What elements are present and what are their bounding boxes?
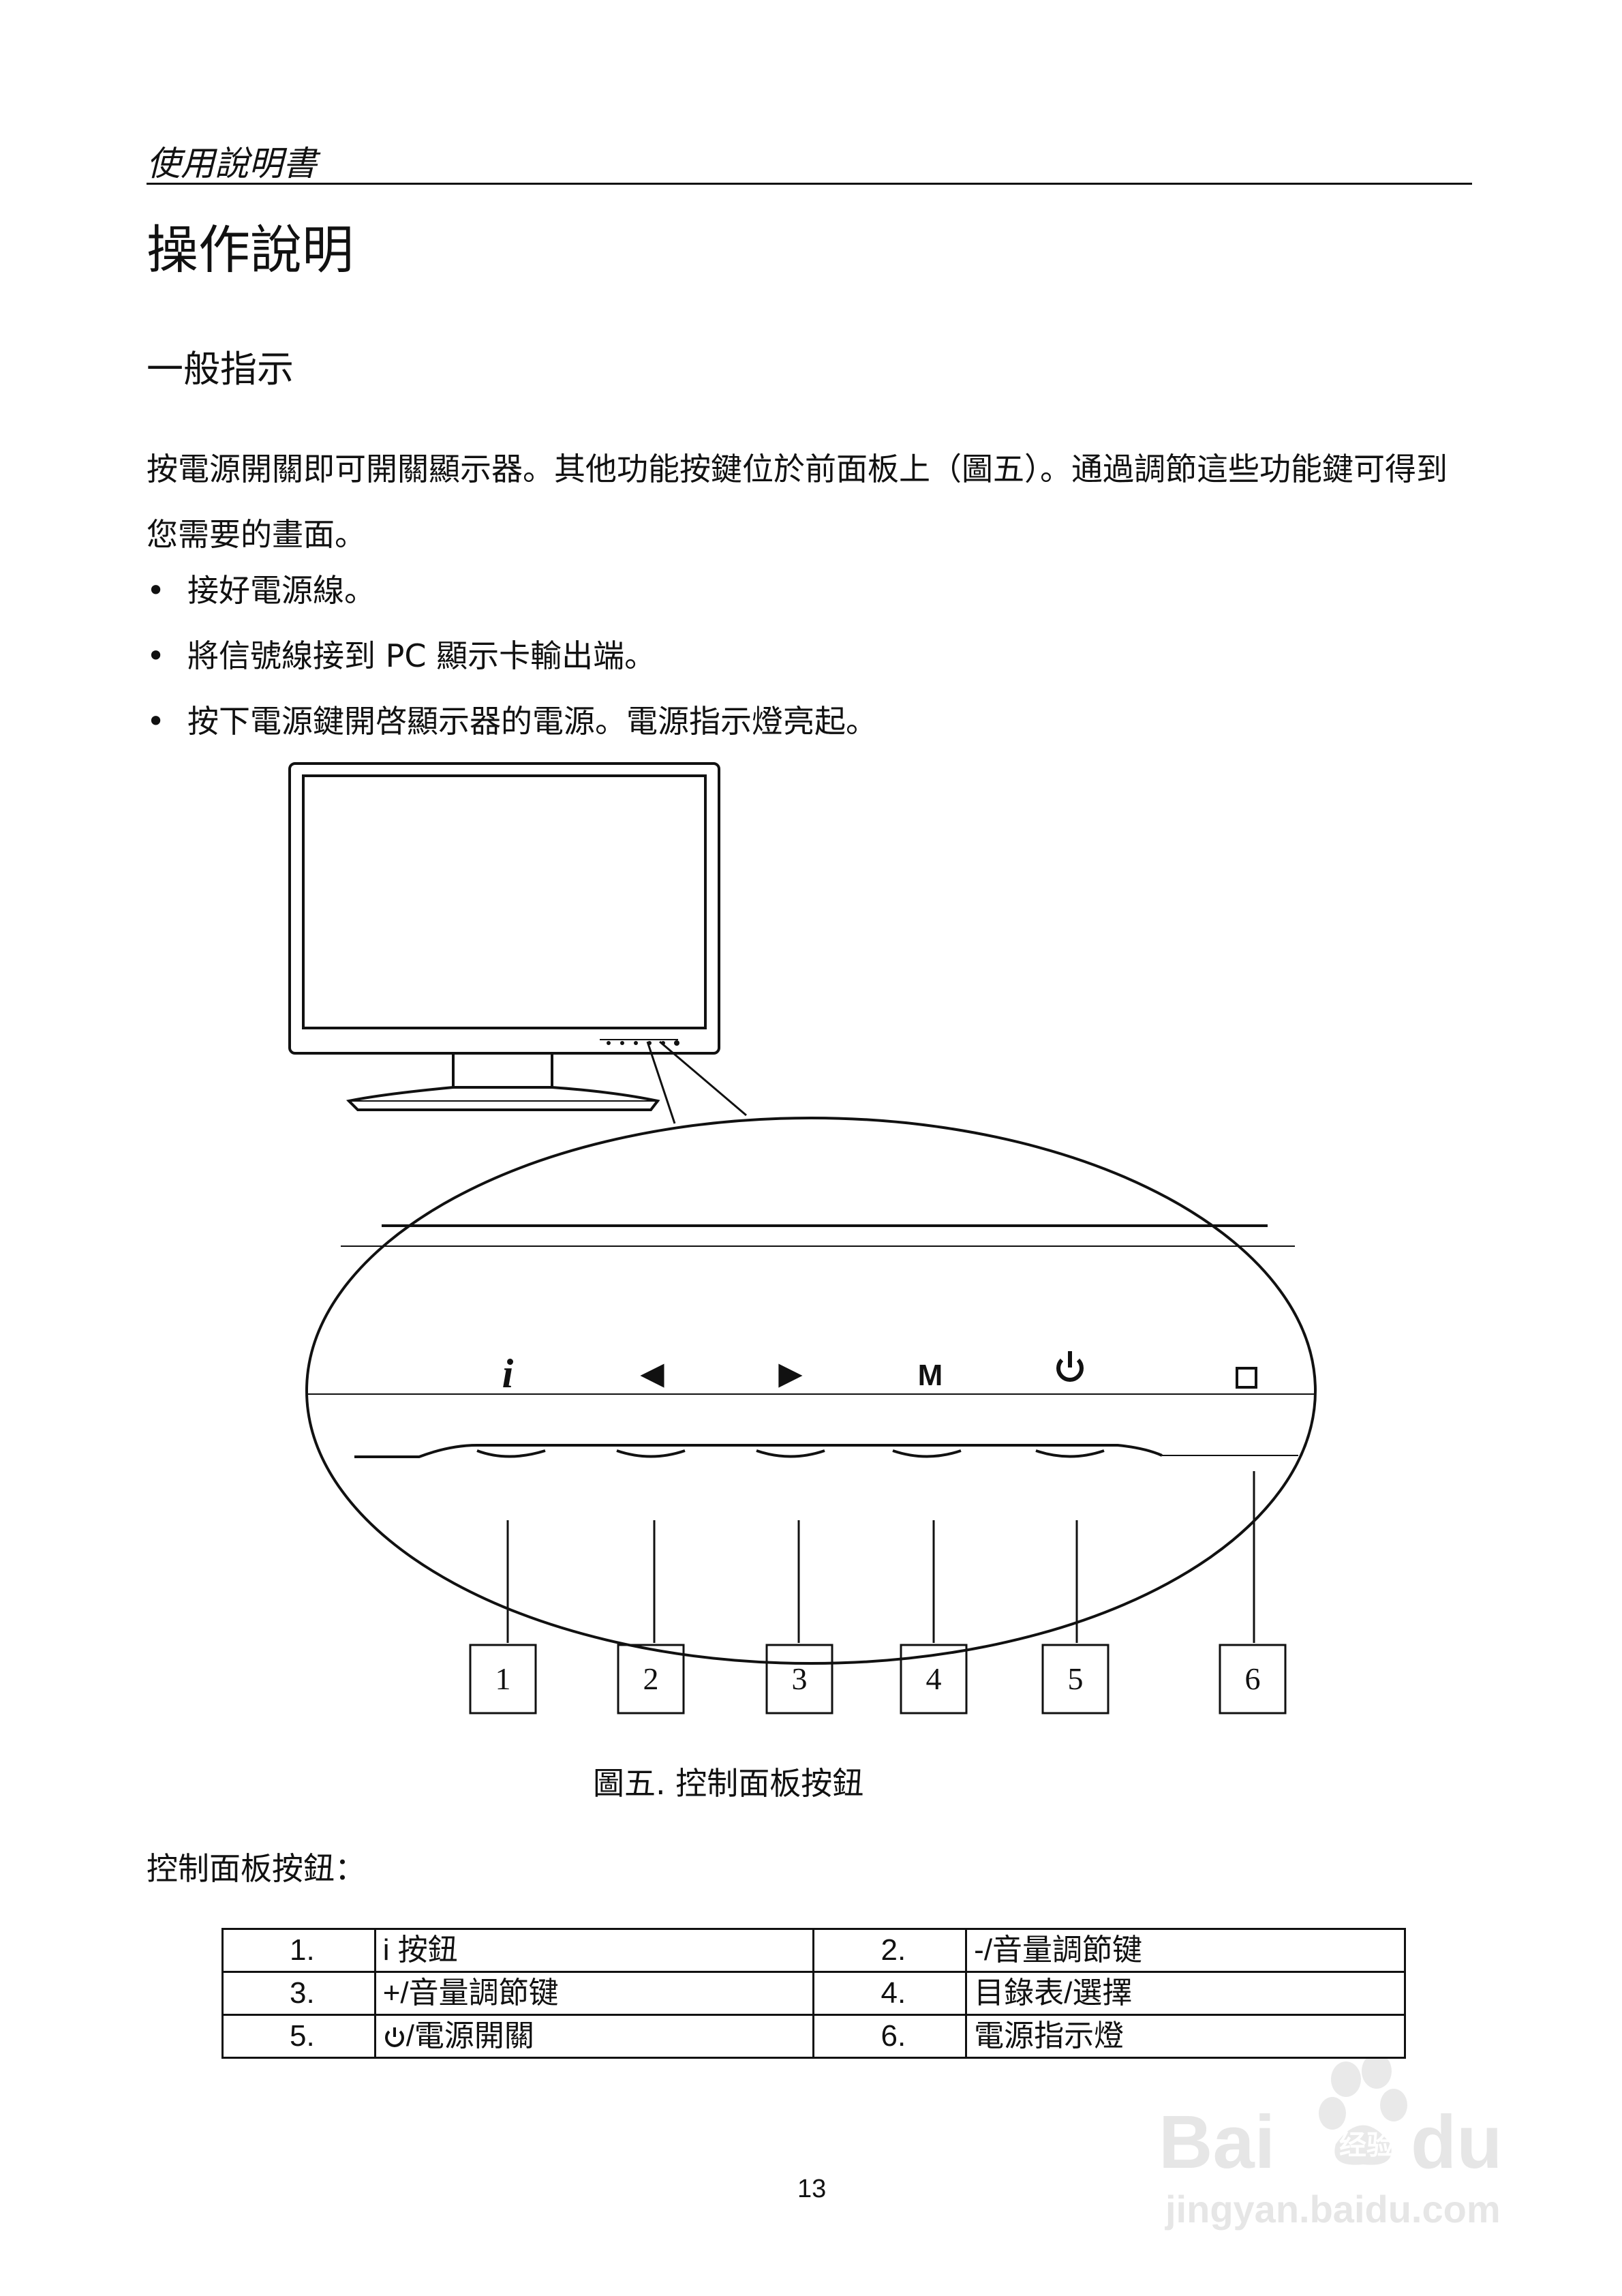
callout-number: 3 xyxy=(792,1661,808,1696)
table-cell-desc: 電源指示燈 xyxy=(965,2014,1406,2059)
callout-number: 5 xyxy=(1068,1661,1084,1696)
table-cell-desc-power: /電源開關 xyxy=(373,2014,815,2059)
figure-caption: 圖五. 控制面板按鈕 xyxy=(593,1765,864,1802)
page-number: 13 xyxy=(797,2175,827,2203)
monitor-base xyxy=(346,1086,660,1111)
button-5 xyxy=(1035,1449,1105,1458)
menu-m-icon: M xyxy=(918,1359,943,1392)
list-item-text: 接好電源線。 xyxy=(187,572,376,609)
list-item-text: 將信號線接到 PC 顯示卡輸出端。 xyxy=(187,637,656,674)
monitor-diagram: i ◀ ▶ M 1 2 3 4 5 6 xyxy=(288,762,1317,1715)
monitor-screen xyxy=(302,774,707,1029)
callout-box-1 xyxy=(469,1644,537,1715)
callout-number: 1 xyxy=(495,1661,511,1696)
list-item: • 接好電源線。 xyxy=(147,558,877,623)
button-4 xyxy=(892,1449,962,1458)
bullet-icon: • xyxy=(147,703,166,740)
header-divider xyxy=(147,183,1472,185)
list-item-text: 按下電源鍵開啓顯示器的電源。電源指示燈亮起。 xyxy=(187,703,877,740)
callout-box-3 xyxy=(765,1644,833,1715)
info-icon: i xyxy=(502,1351,514,1396)
triangle-left-icon: ◀ xyxy=(640,1355,664,1391)
table-cell-desc: 目錄表/選擇 xyxy=(965,1971,1406,2016)
callout-box-5 xyxy=(1041,1644,1110,1715)
table-row: 5. /電源開關 6. 電源指示燈 xyxy=(221,2014,1406,2059)
power-icon xyxy=(1056,1351,1084,1383)
table-cell-num: 6. xyxy=(812,2014,968,2059)
watermark-brand: Bai xyxy=(1159,2100,1275,2184)
power-icon xyxy=(384,2027,404,2047)
table-cell-num: 2. xyxy=(812,1928,968,1973)
watermark-url: jingyan.baidu.com xyxy=(1165,2188,1501,2231)
magnify-ellipse xyxy=(305,1117,1317,1665)
button-2 xyxy=(616,1449,686,1458)
bullet-icon: • xyxy=(147,637,166,674)
zoom-line xyxy=(646,1041,676,1124)
list-item: • 將信號線接到 PC 顯示卡輸出端。 xyxy=(147,623,877,689)
page-title: 操作說明 xyxy=(147,220,354,280)
callout-box-4 xyxy=(900,1644,968,1715)
button-1 xyxy=(476,1449,546,1458)
callout-number: 4 xyxy=(926,1661,942,1696)
instruction-list: • 接好電源線。 • 將信號線接到 PC 顯示卡輸出端。 • 按下電源鍵開啓顯示器的電… xyxy=(147,558,877,754)
table-cell-desc: i 按鈕 xyxy=(373,1928,815,1973)
triangle-right-icon: ▶ xyxy=(778,1355,803,1391)
list-item: • 按下電源鍵開啓顯示器的電源。電源指示燈亮起。 xyxy=(147,689,877,754)
table-cell-num: 3. xyxy=(221,1971,376,2016)
intro-paragraph: 按電源開關即可開關顯示器。其他功能按鍵位於前面板上（圖五）。通過調節這些功能鍵可… xyxy=(147,451,1448,553)
monitor-bezel xyxy=(288,762,720,1055)
callout-number: 6 xyxy=(1245,1661,1261,1696)
button-3 xyxy=(756,1449,825,1458)
callout-box-2 xyxy=(617,1644,685,1715)
callout-number: 2 xyxy=(643,1661,659,1696)
button-table: 1. i 按鈕 2. -/音量調節键 3. +/音量調節键 4. 目錄表/選擇 … xyxy=(221,1928,1406,2059)
running-header: 使用說明書 xyxy=(147,144,317,183)
table-cell-desc: -/音量調節键 xyxy=(965,1928,1406,1973)
table-cell-num: 5. xyxy=(221,2014,376,2059)
section-subtitle: 一般指示 xyxy=(147,348,294,391)
table-cell-num: 4. xyxy=(812,1971,968,2016)
monitor-neck xyxy=(452,1053,553,1089)
table-cell-num: 1. xyxy=(221,1928,376,1973)
table-row: 3. +/音量調節键 4. 目錄表/選擇 xyxy=(221,1971,1406,2016)
table-cell-desc: +/音量調節键 xyxy=(373,1971,815,2016)
bullet-icon: • xyxy=(147,572,166,609)
table-title: 控制面板按鈕： xyxy=(147,1850,366,1887)
watermark-logo: Bai du 经验 jingyan.baidu.com xyxy=(1159,2059,1502,2231)
table-cell-desc: /電源開關 xyxy=(406,2019,534,2053)
zoom-line xyxy=(659,1040,747,1117)
watermark-cn: 经验 xyxy=(1339,2130,1394,2160)
table-row: 1. i 按鈕 2. -/音量調節键 xyxy=(221,1928,1406,1973)
callout-box-6 xyxy=(1219,1644,1287,1715)
indicator-square-icon xyxy=(1236,1367,1257,1389)
watermark-brand-2: du xyxy=(1411,2100,1502,2184)
